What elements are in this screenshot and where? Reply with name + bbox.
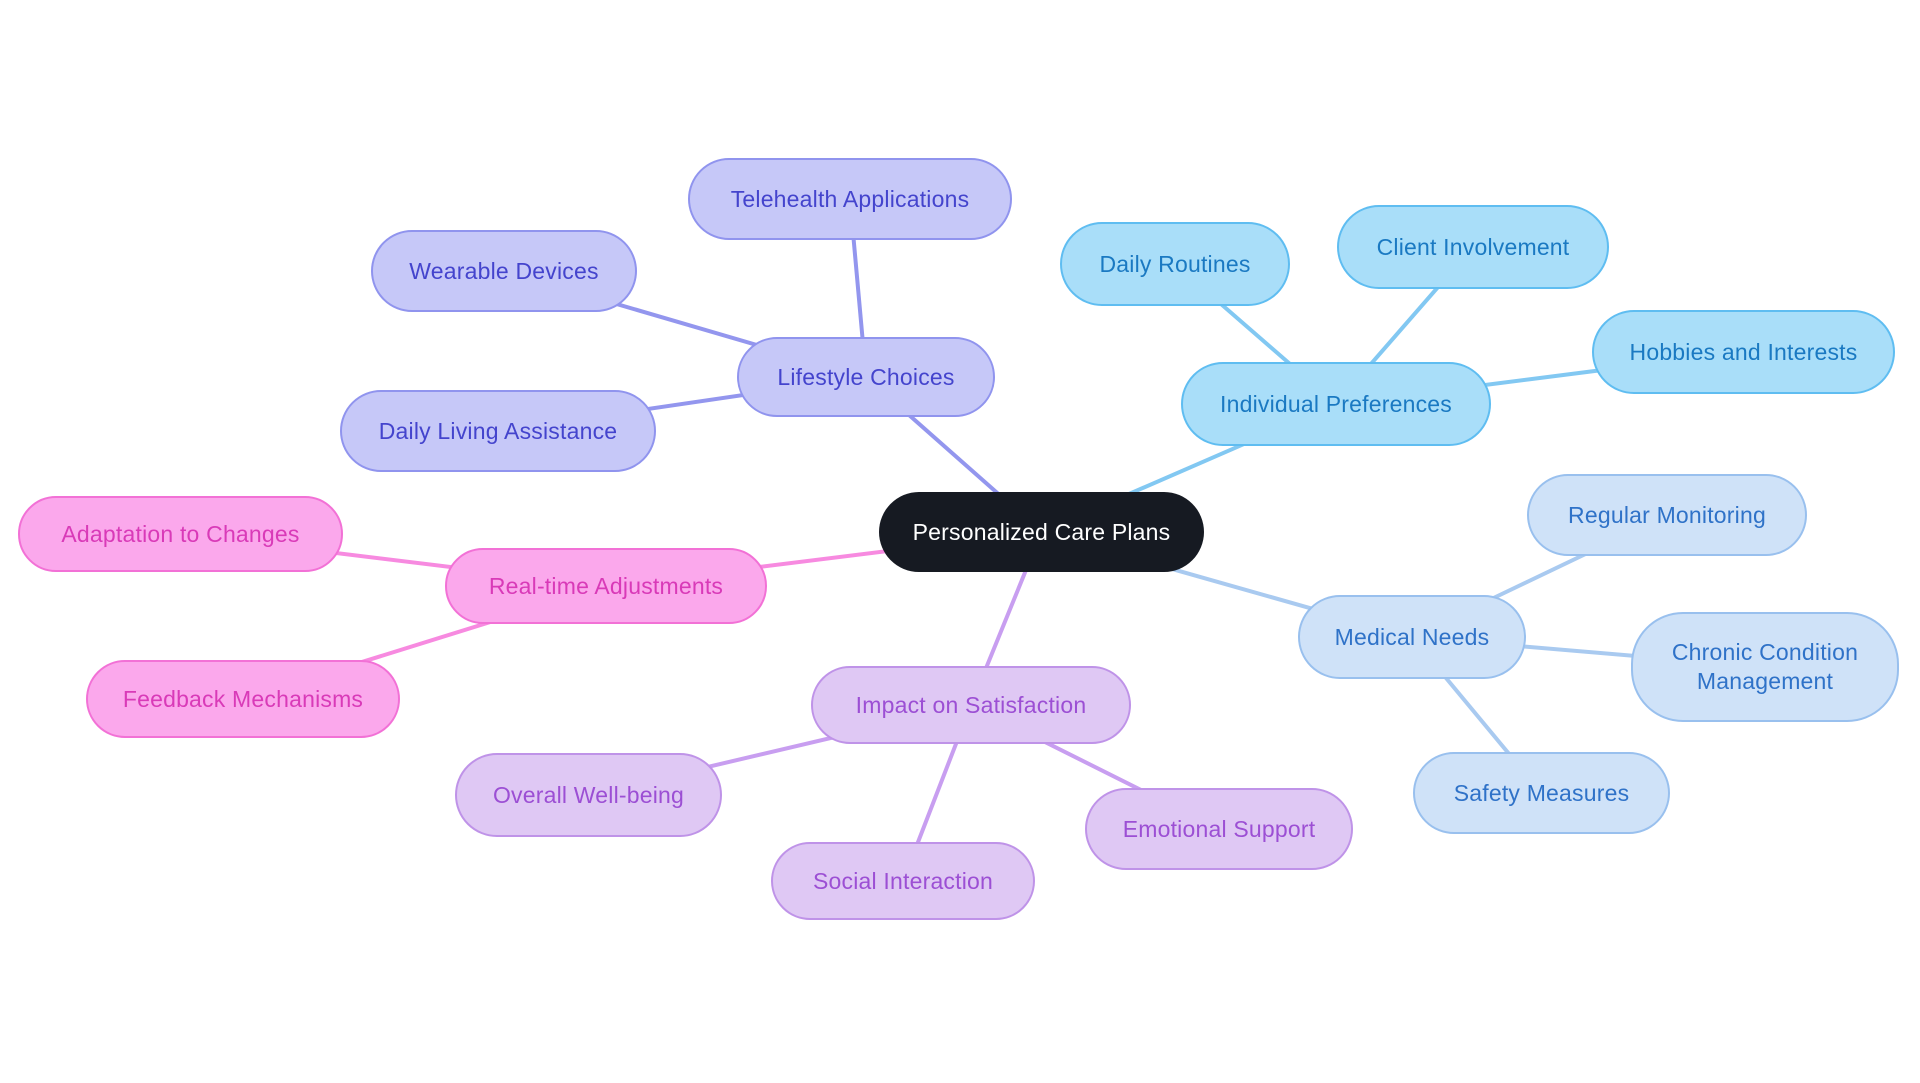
node-label: Regular Monitoring xyxy=(1568,501,1766,528)
node-label: Lifestyle Choices xyxy=(777,363,955,390)
node-individual[interactable]: Individual Preferences xyxy=(1181,362,1491,446)
node-realtime[interactable]: Real-time Adjustments xyxy=(445,548,767,624)
node-hobbies[interactable]: Hobbies and Interests xyxy=(1592,310,1895,394)
node-label: Real-time Adjustments xyxy=(488,572,724,599)
node-feedback[interactable]: Feedback Mechanisms xyxy=(86,660,400,738)
node-impact[interactable]: Impact on Satisfaction xyxy=(811,666,1131,744)
node-label: Daily Routines xyxy=(1099,250,1251,277)
node-daily_living[interactable]: Daily Living Assistance xyxy=(340,390,656,472)
node-label: Chronic Condition Management xyxy=(1671,639,1859,694)
node-chronic[interactable]: Chronic Condition Management xyxy=(1631,612,1899,722)
node-label: Adaptation to Changes xyxy=(61,520,300,547)
node-label: Daily Living Assistance xyxy=(378,417,618,444)
node-lifestyle[interactable]: Lifestyle Choices xyxy=(737,337,995,417)
node-label: Social Interaction xyxy=(812,867,994,894)
node-label: Medical Needs xyxy=(1334,623,1490,650)
node-safety[interactable]: Safety Measures xyxy=(1413,752,1670,834)
node-label: Feedback Mechanisms xyxy=(122,685,364,712)
node-telehealth[interactable]: Telehealth Applications xyxy=(688,158,1012,240)
node-regular_monitoring[interactable]: Regular Monitoring xyxy=(1527,474,1807,556)
node-label: Safety Measures xyxy=(1453,779,1630,806)
node-overall[interactable]: Overall Well-being xyxy=(455,753,722,837)
node-label: Personalized Care Plans xyxy=(912,518,1171,545)
node-adaptation[interactable]: Adaptation to Changes xyxy=(18,496,343,572)
node-emotional[interactable]: Emotional Support xyxy=(1085,788,1353,870)
node-medical[interactable]: Medical Needs xyxy=(1298,595,1526,679)
node-label: Telehealth Applications xyxy=(730,185,970,212)
node-label: Overall Well-being xyxy=(492,781,685,808)
node-client_involvement[interactable]: Client Involvement xyxy=(1337,205,1609,289)
node-center[interactable]: Personalized Care Plans xyxy=(879,492,1204,572)
node-label: Client Involvement xyxy=(1376,233,1570,260)
node-label: Individual Preferences xyxy=(1220,390,1452,417)
node-wearable[interactable]: Wearable Devices xyxy=(371,230,637,312)
node-label: Impact on Satisfaction xyxy=(855,691,1087,718)
node-social[interactable]: Social Interaction xyxy=(771,842,1035,920)
node-daily_routines[interactable]: Daily Routines xyxy=(1060,222,1290,306)
node-label: Hobbies and Interests xyxy=(1629,338,1858,365)
node-label: Emotional Support xyxy=(1122,815,1316,842)
node-label: Wearable Devices xyxy=(409,257,599,284)
